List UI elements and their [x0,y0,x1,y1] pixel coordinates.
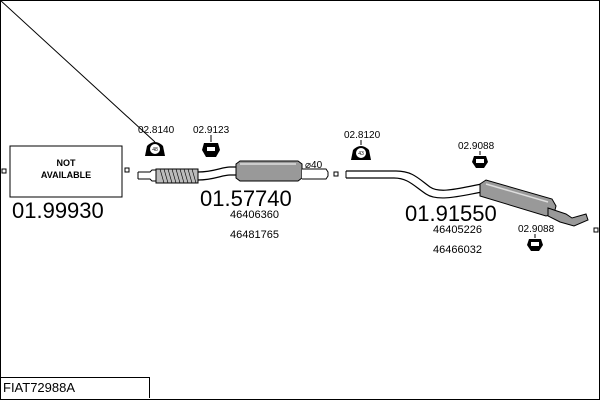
clamp-num-rear-1: 43 [358,151,364,157]
left-edge-marker [1,168,7,174]
not-available-line2: AVAILABLE [41,170,91,180]
footer-code: FIAT72988A [3,380,76,395]
oem-front-1: 46406360 [230,209,279,221]
clamp-icon-front-2[interactable] [202,143,220,157]
rear-pipe[interactable] [345,170,483,199]
rear-silencer[interactable] [479,179,589,227]
clamp-icon-rear-3[interactable] [527,239,543,251]
clamp-num-front-1: 48 [152,147,158,153]
clamp-code-front-1: 02.8140 [138,125,175,136]
part-number-rear: 01.91550 [405,201,497,226]
connector-marker [124,167,130,173]
right-edge-marker [593,227,599,233]
clamp-icon-rear-1[interactable]: 43 [351,146,371,160]
not-available-box[interactable]: NOT AVAILABLE [9,145,123,198]
not-available-line1: NOT [57,158,77,168]
pipe-diameter: ⌀40 [305,160,323,171]
oem-rear-2: 46466032 [433,244,482,256]
clamp-code-rear-2: 02.9088 [458,141,495,152]
part-number-na: 01.99930 [12,198,104,223]
clamp-leader-front-1 [0,0,156,143]
clamp-code-front-2: 02.9123 [193,125,230,136]
footer-code-box: FIAT72988A [0,377,150,398]
front-pipe[interactable] [137,166,240,184]
clamp-icon-front-1[interactable]: 48 [145,142,165,156]
oem-rear-1: 46405226 [433,224,482,236]
oem-front-2: 46481765 [230,229,279,241]
clamp-code-rear-1: 02.8120 [344,130,381,141]
flex-pipe [155,168,199,184]
part-number-front: 01.57740 [200,186,292,211]
clamp-code-rear-3: 02.9088 [518,224,555,235]
front-silencer[interactable] [235,160,329,182]
clamp-icon-rear-2[interactable] [472,156,488,168]
connector-marker-2 [333,171,339,177]
